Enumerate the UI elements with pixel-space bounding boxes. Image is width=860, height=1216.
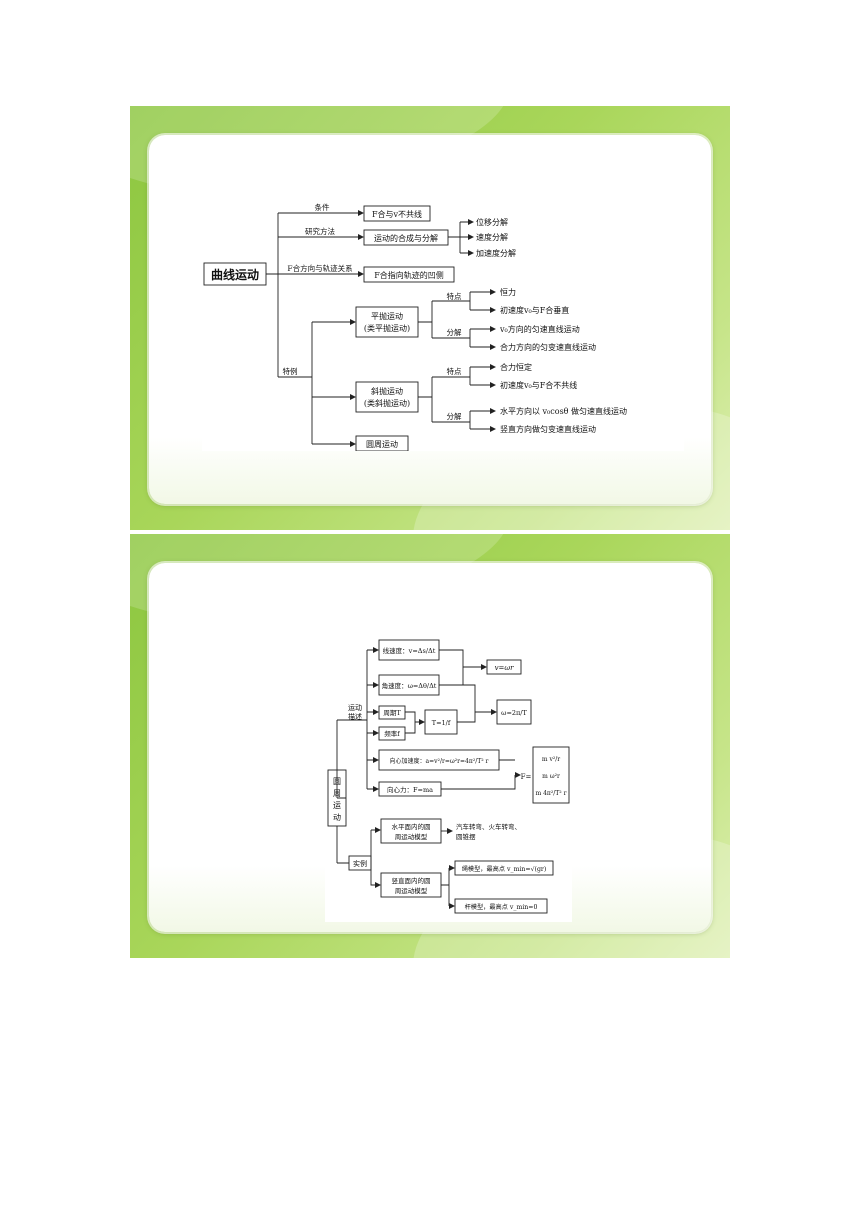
slide-circular-motion: 圆 周 运 动 运动 描述 线速度：v=Δs/Δt 角速度：ω=Δθ/Δt: [130, 534, 730, 958]
relation-box: [363, 266, 455, 283]
force-option-1: m v²/r: [542, 756, 560, 763]
horizontal-model-box: [380, 818, 442, 844]
projectile-decompose-label: 分解: [447, 327, 462, 337]
motion-desc-label-2: 描述: [348, 712, 362, 721]
rod-model-text: 杆模型，最高点 v_min=0: [465, 903, 538, 911]
condition-label: 条件: [315, 202, 330, 212]
method-label: 研究方法: [305, 226, 335, 236]
v-omega-r-text: v=ωr: [495, 664, 515, 672]
rope-model-box: [454, 860, 554, 876]
horizontal-model-line1: 水平面内的圆: [392, 822, 431, 831]
centripetal-force-text: 向心力：F=ma: [387, 785, 433, 794]
horizontal-model-line2: 周运动模型: [395, 832, 428, 841]
oblique-decomp-2: 竖直方向做匀变速直线运动: [500, 424, 596, 434]
v-omega-r-box: [486, 659, 522, 675]
method-box-text: 运动的合成与分解: [374, 233, 438, 243]
rod-model-box: [454, 898, 548, 914]
period-box: [378, 705, 406, 720]
oblique-feature-2: 初速度v₀与F合不共线: [500, 380, 577, 390]
vertical-model-line1: 竖直面内的圆: [392, 876, 431, 885]
frequency-text: 频率f: [384, 729, 400, 738]
projectile-decomp-2: 合力方向的匀变速直线运动: [500, 342, 596, 352]
t-eq-1-over-f-box: [424, 709, 458, 735]
relation-label: F合方向与轨迹关系: [287, 263, 353, 273]
examples-label: 实例: [353, 859, 367, 868]
omega-eq-box: [496, 699, 532, 725]
motion-desc-label-1: 运动: [348, 703, 362, 712]
angular-velocity-text: 角速度：ω=Δθ/Δt: [382, 681, 437, 690]
force-option-2: m ω²r: [542, 773, 560, 780]
slide-card: 圆 周 运 动 运动 描述 线速度：v=Δs/Δt 角速度：ω=Δθ/Δt: [149, 563, 711, 932]
oblique-feature-label: 特点: [447, 366, 462, 376]
root-char-4: 动: [333, 812, 341, 822]
projectile-feature-2: 初速度v₀与F合垂直: [500, 305, 569, 315]
projectile-feature-label: 特点: [447, 291, 462, 301]
oblique-line2: (类斜抛运动): [364, 398, 410, 408]
oblique-box: [355, 381, 419, 413]
oblique-decompose-label: 分解: [447, 411, 462, 421]
vertical-model-box: [380, 872, 442, 898]
relation-box-text: F合指向轨迹的凹侧: [374, 270, 444, 280]
horizontal-example-2: 圆锥摆: [456, 832, 476, 841]
method-item-displacement: 位移分解: [476, 217, 508, 227]
oblique-line1: 斜抛运动: [371, 386, 403, 396]
oblique-decomp-1: 水平方向以 v₀cosθ 做匀速直线运动: [500, 406, 627, 416]
root-char-3: 运: [333, 801, 341, 810]
projectile-line2: (类平抛运动): [364, 323, 410, 333]
force-option-3: m 4π²/T² r: [536, 790, 567, 797]
slide-card: 曲线运动 条件 研究方法 F合方向与轨迹关系 特例 F合与v不共线 运动的合成与…: [149, 135, 711, 504]
condition-box: [363, 205, 431, 222]
condition-box-text: F合与v不共线: [372, 209, 422, 219]
diagram-svg: 圆 周 运 动 运动 描述 线速度：v=Δs/Δt 角速度：ω=Δθ/Δt: [327, 639, 570, 914]
rope-model-text: 绳模型，最高点 v_min=√(gr): [462, 865, 547, 873]
projectile-line1: 平抛运动: [371, 311, 403, 321]
centripetal-accel-text: 向心加速度：a=v²/r=ω²r=4π²/T² r: [390, 757, 489, 765]
frequency-box: [378, 726, 406, 741]
force-options-box: [532, 746, 570, 804]
oblique-feature-1: 合力恒定: [500, 362, 532, 372]
special-label: 特例: [283, 366, 298, 376]
projectile-decomp-1: v₀方向的匀速直线运动: [499, 324, 580, 334]
method-box: [363, 229, 449, 246]
circular-box: [355, 435, 409, 451]
circular-motion-diagram: 圆 周 运 动 运动 描述 线速度：v=Δs/Δt 角速度：ω=Δθ/Δt: [325, 630, 572, 922]
slide-curvilinear-motion: 曲线运动 条件 研究方法 F合方向与轨迹关系 特例 F合与v不共线 运动的合成与…: [130, 106, 730, 530]
method-item-acceleration: 加速度分解: [476, 248, 516, 258]
linear-velocity-text: 线速度：v=Δs/Δt: [383, 646, 436, 655]
method-item-velocity: 速度分解: [476, 232, 508, 242]
root-label: 曲线运动: [211, 267, 259, 282]
force-prefix: F=: [521, 773, 532, 781]
diagram-svg: 曲线运动 条件 研究方法 F合方向与轨迹关系 特例 F合与v不共线 运动的合成与…: [203, 202, 627, 451]
curvilinear-motion-diagram: 曲线运动 条件 研究方法 F合方向与轨迹关系 特例 F合与v不共线 运动的合成与…: [202, 201, 684, 451]
projectile-feature-1: 恒力: [500, 287, 516, 297]
period-text: 周期T: [383, 709, 401, 717]
t-eq-1-over-f-text: T=1/f: [432, 719, 451, 727]
circular-box-text: 圆周运动: [366, 439, 398, 449]
horizontal-example-1: 汽车转弯、火车转弯、: [456, 822, 521, 831]
vertical-model-line2: 周运动模型: [395, 886, 428, 895]
omega-eq-text: ω=2π/T: [501, 709, 527, 717]
projectile-box: [355, 306, 419, 338]
